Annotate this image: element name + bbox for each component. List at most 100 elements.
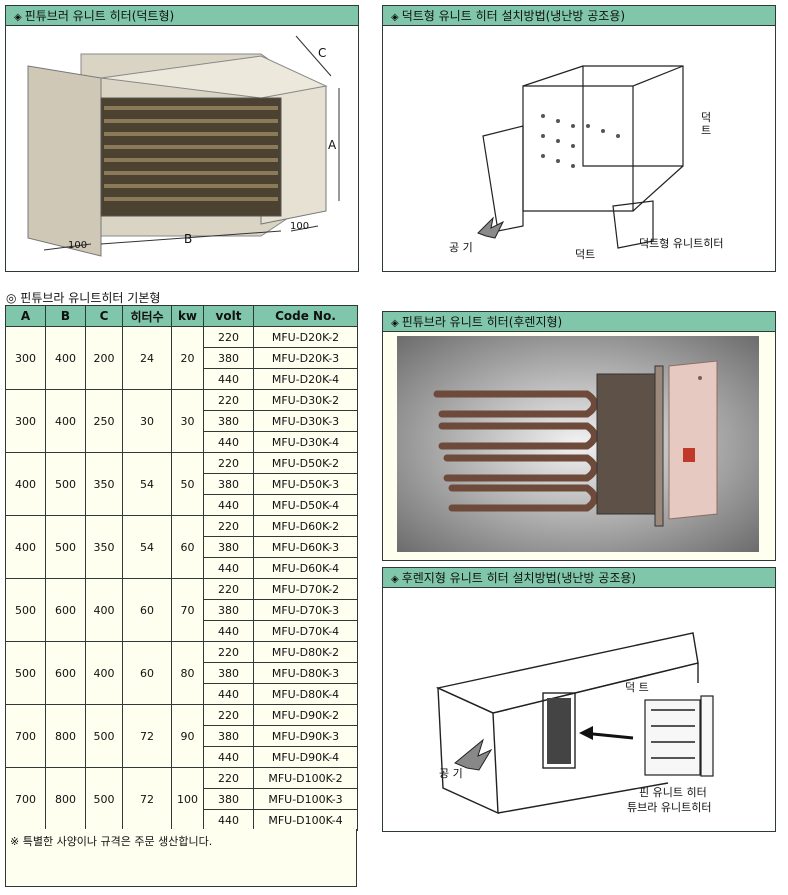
duct-label: 덕트 bbox=[575, 248, 596, 261]
spec-cell-c: 400 bbox=[85, 641, 123, 705]
spec-cell-kw: 20 bbox=[171, 326, 204, 390]
spec-cell-volt: 440 bbox=[203, 620, 254, 642]
col-c-header: C bbox=[85, 305, 123, 327]
spec-cell-a: 500 bbox=[5, 641, 46, 705]
spec-cell-kw: 80 bbox=[171, 641, 204, 705]
diamond-icon: ◈ bbox=[391, 574, 399, 585]
duct-install-panel: ◈덕트형 유니트 히터 설치방법(냉난방 공조용) 덕 트 공 기 덕트 덕트형… bbox=[382, 5, 776, 272]
spec-cell-code: MFU-D90K-4 bbox=[253, 746, 358, 768]
spec-cell-a: 300 bbox=[5, 389, 46, 453]
duct-install-drawing bbox=[383, 26, 775, 271]
spec-cell-b: 500 bbox=[45, 452, 86, 516]
spec-cell-volt: 380 bbox=[203, 599, 254, 621]
flange-install-drawing bbox=[383, 588, 775, 831]
spec-cell-c: 200 bbox=[85, 326, 123, 390]
col-b-header: B bbox=[45, 305, 86, 327]
flange-heater-photo bbox=[397, 336, 759, 552]
spec-cell-c: 250 bbox=[85, 389, 123, 453]
col-volt-header: volt bbox=[203, 305, 254, 327]
col-a-header: A bbox=[5, 305, 46, 327]
spec-cell-volt: 380 bbox=[203, 788, 254, 810]
spec-cell-a: 500 bbox=[5, 578, 46, 642]
spec-cell-code: MFU-D50K-3 bbox=[253, 473, 358, 495]
spec-cell-code: MFU-D20K-2 bbox=[253, 326, 358, 348]
spec-table-title: ◎ 핀튜브라 유니트히터 기본형 bbox=[6, 291, 161, 305]
spec-cell-code: MFU-D100K-2 bbox=[253, 767, 358, 789]
spec-cell-volt: 220 bbox=[203, 389, 254, 411]
spec-cell-volt: 440 bbox=[203, 746, 254, 768]
spec-cell-b: 400 bbox=[45, 389, 86, 453]
tubular-unit-heater-label: 튜브라 유니트히터 bbox=[627, 801, 712, 814]
diamond-icon: ◈ bbox=[14, 12, 22, 23]
spec-cell-code: MFU-D30K-2 bbox=[253, 389, 358, 411]
col-code-header: Code No. bbox=[253, 305, 358, 327]
flange-heater-panel: ◈핀튜브라 유니트 히터(후렌지형) bbox=[382, 311, 776, 561]
dim-c-label: C bbox=[318, 46, 327, 60]
spec-cell-volt: 220 bbox=[203, 578, 254, 600]
spec-cell-b: 800 bbox=[45, 704, 86, 768]
spec-cell-c: 350 bbox=[85, 515, 123, 579]
spec-cell-volt: 380 bbox=[203, 347, 254, 369]
spec-cell-volt: 380 bbox=[203, 410, 254, 432]
spec-cell-c: 350 bbox=[85, 452, 123, 516]
duct-heater-panel: ◈핀튜브러 유니트 히터(덕트형) C A B 100 100 bbox=[5, 5, 359, 272]
spec-cell-kw: 50 bbox=[171, 452, 204, 516]
spec-cell-volt: 440 bbox=[203, 683, 254, 705]
dim-100-right-label: 100 bbox=[290, 221, 310, 232]
spec-cell-code: MFU-D90K-3 bbox=[253, 725, 358, 747]
spec-cell-volt: 220 bbox=[203, 704, 254, 726]
spec-cell-n: 54 bbox=[122, 515, 172, 579]
spec-cell-code: MFU-D50K-2 bbox=[253, 452, 358, 474]
spec-cell-kw: 60 bbox=[171, 515, 204, 579]
spec-cell-code: MFU-D50K-4 bbox=[253, 494, 358, 516]
spec-cell-b: 500 bbox=[45, 515, 86, 579]
spec-cell-code: MFU-D80K-2 bbox=[253, 641, 358, 663]
spec-cell-code: MFU-D60K-3 bbox=[253, 536, 358, 558]
spec-cell-n: 72 bbox=[122, 767, 172, 831]
col-heaters-header: 히터수 bbox=[122, 305, 172, 327]
spec-cell-a: 700 bbox=[5, 767, 46, 831]
flange-air-label: 공 기 bbox=[439, 767, 463, 780]
spec-cell-b: 400 bbox=[45, 326, 86, 390]
diamond-icon: ◈ bbox=[391, 318, 399, 329]
duct-unit-heater-label: 덕트형 유니트히터 bbox=[639, 237, 724, 250]
spec-cell-code: MFU-D100K-3 bbox=[253, 788, 358, 810]
spec-cell-code: MFU-D70K-3 bbox=[253, 599, 358, 621]
spec-cell-volt: 220 bbox=[203, 326, 254, 348]
dim-100-left-label: 100 bbox=[68, 240, 88, 251]
duct-heater-header: ◈핀튜브러 유니트 히터(덕트형) bbox=[6, 6, 358, 26]
spec-cell-a: 400 bbox=[5, 515, 46, 579]
col-kw-header: kw bbox=[171, 305, 204, 327]
air-label: 공 기 bbox=[449, 241, 473, 254]
spec-cell-n: 54 bbox=[122, 452, 172, 516]
dim-b-label: B bbox=[184, 232, 193, 246]
spec-cell-c: 500 bbox=[85, 704, 123, 768]
flange-heater-title: 핀튜브라 유니트 히터(후렌지형) bbox=[401, 315, 563, 329]
spec-cell-code: MFU-D80K-3 bbox=[253, 662, 358, 684]
flange-install-panel: ◈후렌지형 유니트 히터 설치방법(냉난방 공조용) 덕 트 공 기 핀 유니트… bbox=[382, 567, 776, 832]
spec-cell-code: MFU-D60K-4 bbox=[253, 557, 358, 579]
spec-cell-volt: 380 bbox=[203, 662, 254, 684]
spec-cell-volt: 220 bbox=[203, 515, 254, 537]
duct-top-label: 덕 트 bbox=[701, 111, 712, 137]
spec-cell-b: 600 bbox=[45, 641, 86, 705]
spec-cell-volt: 440 bbox=[203, 557, 254, 579]
spec-table-header-row: A B C 히터수 kw volt Code No. bbox=[5, 305, 358, 327]
custom-order-note: ※ 특별한 사양이나 규격은 주문 생산합니다. bbox=[5, 829, 357, 887]
spec-cell-a: 700 bbox=[5, 704, 46, 768]
spec-cell-code: MFU-D80K-4 bbox=[253, 683, 358, 705]
